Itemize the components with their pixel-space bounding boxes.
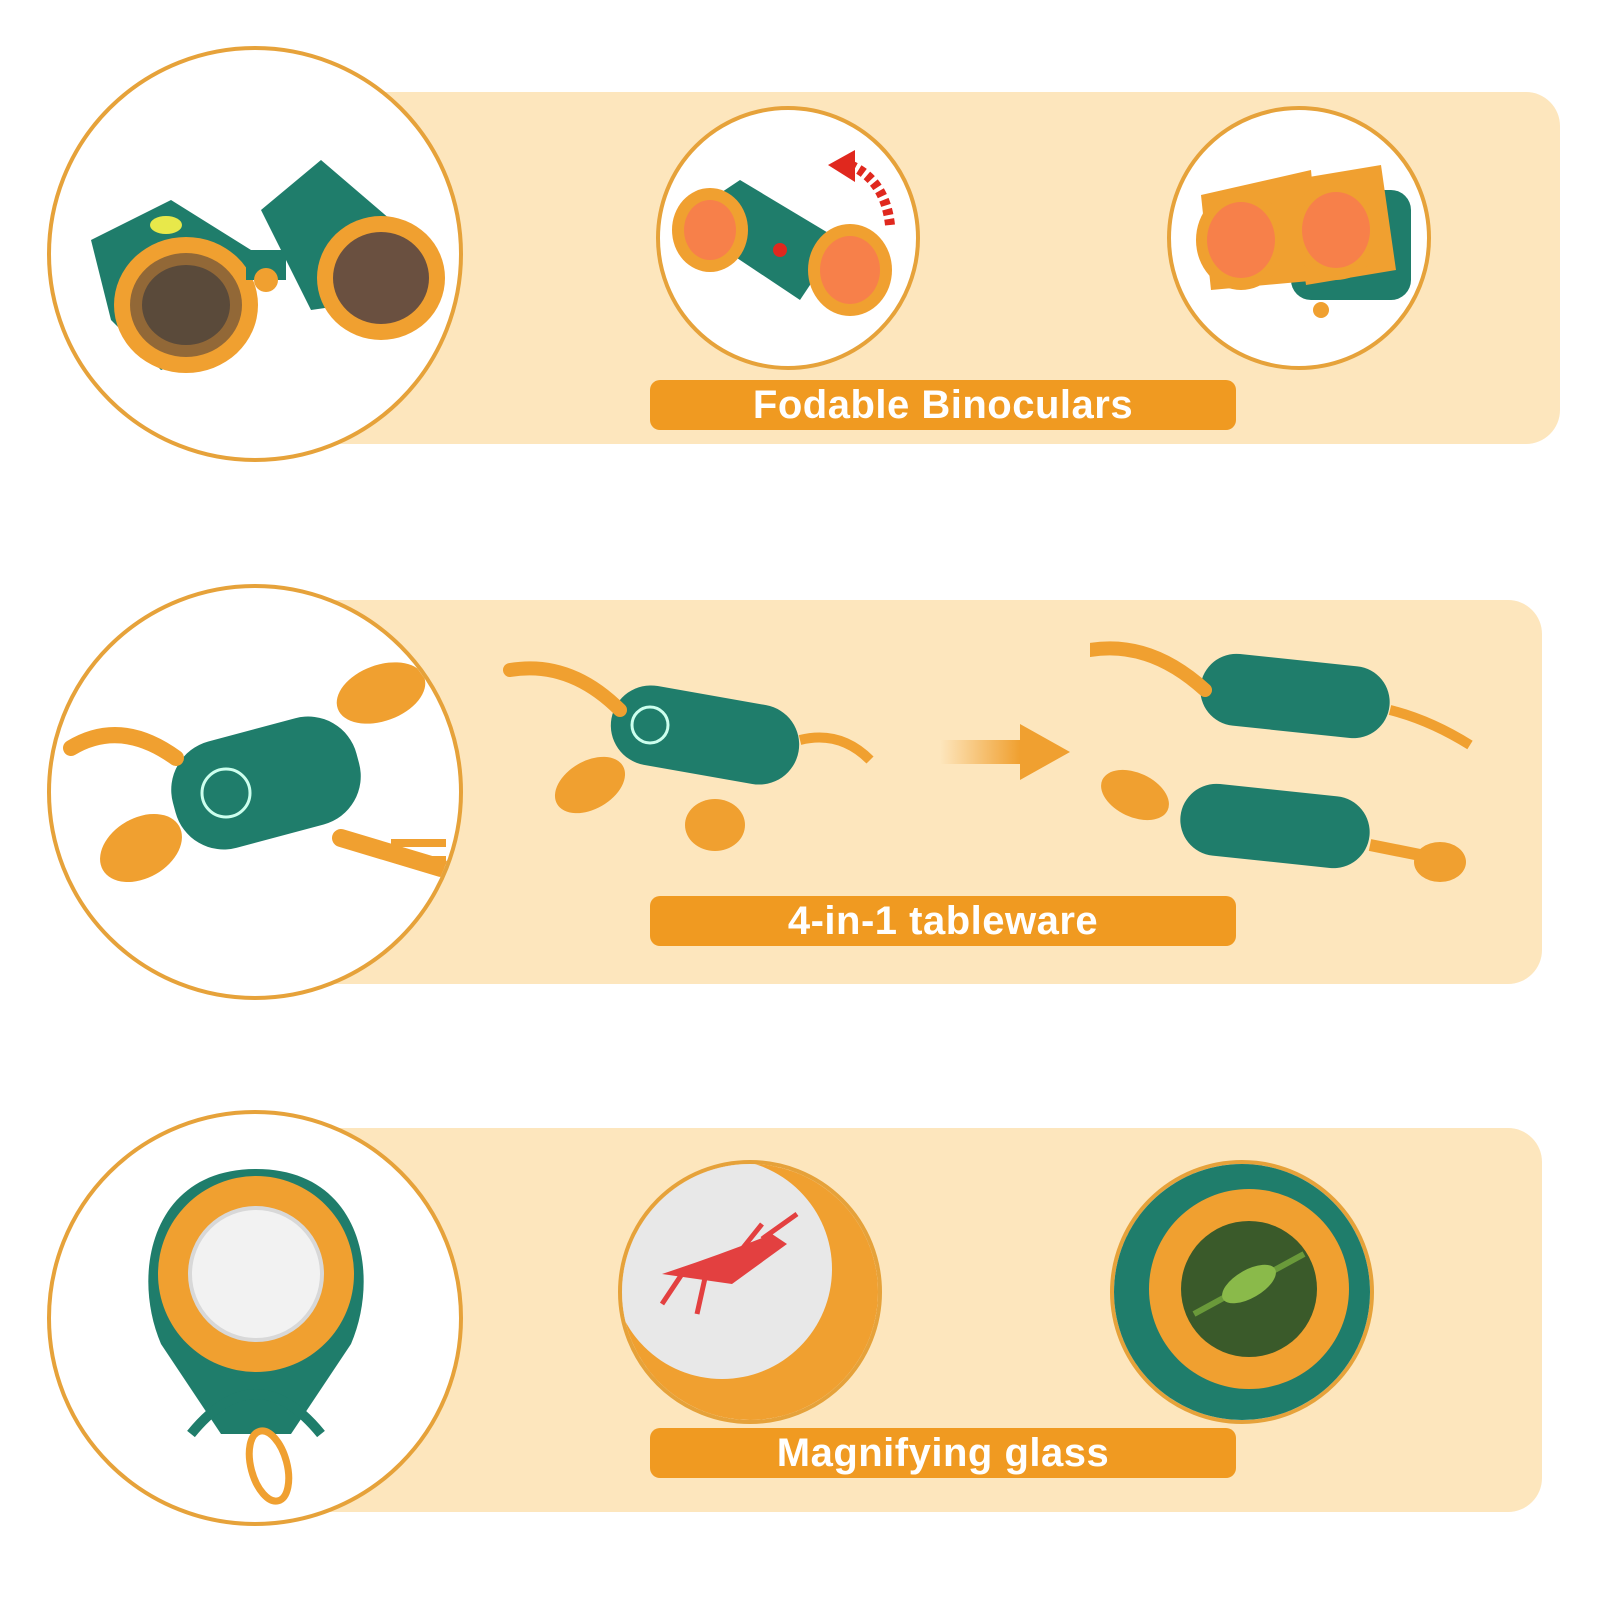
magnifier-grasshopper-image xyxy=(1110,1160,1374,1424)
grasshopper-icon xyxy=(1114,1164,1370,1420)
magnifier-insect-image xyxy=(618,1160,882,1424)
fold-arrow-icon xyxy=(847,160,895,226)
tableware-split-image xyxy=(1090,641,1473,882)
binoculars-main-image xyxy=(47,46,463,462)
magnifier-label: Magnifying glass xyxy=(650,1428,1236,1478)
binoculars-label: Fodable Binoculars xyxy=(650,380,1236,430)
tableware-assembled-image xyxy=(503,661,874,851)
tableware-icon xyxy=(63,662,450,883)
binoculars-fold-image xyxy=(656,106,920,370)
arrow-right-icon xyxy=(940,724,1070,780)
tableware-label: 4-in-1 tableware xyxy=(650,896,1236,946)
tableware-main-image xyxy=(47,584,463,1000)
red-insect-icon xyxy=(622,1164,878,1420)
magnifier-main-image xyxy=(47,1110,463,1526)
magnifying-glass-icon xyxy=(148,1169,364,1505)
binoculars-folded-icon xyxy=(1196,165,1411,318)
binoculars-icon xyxy=(91,160,445,373)
binoculars-folding-icon xyxy=(672,150,895,316)
binoculars-folded-image xyxy=(1167,106,1431,370)
